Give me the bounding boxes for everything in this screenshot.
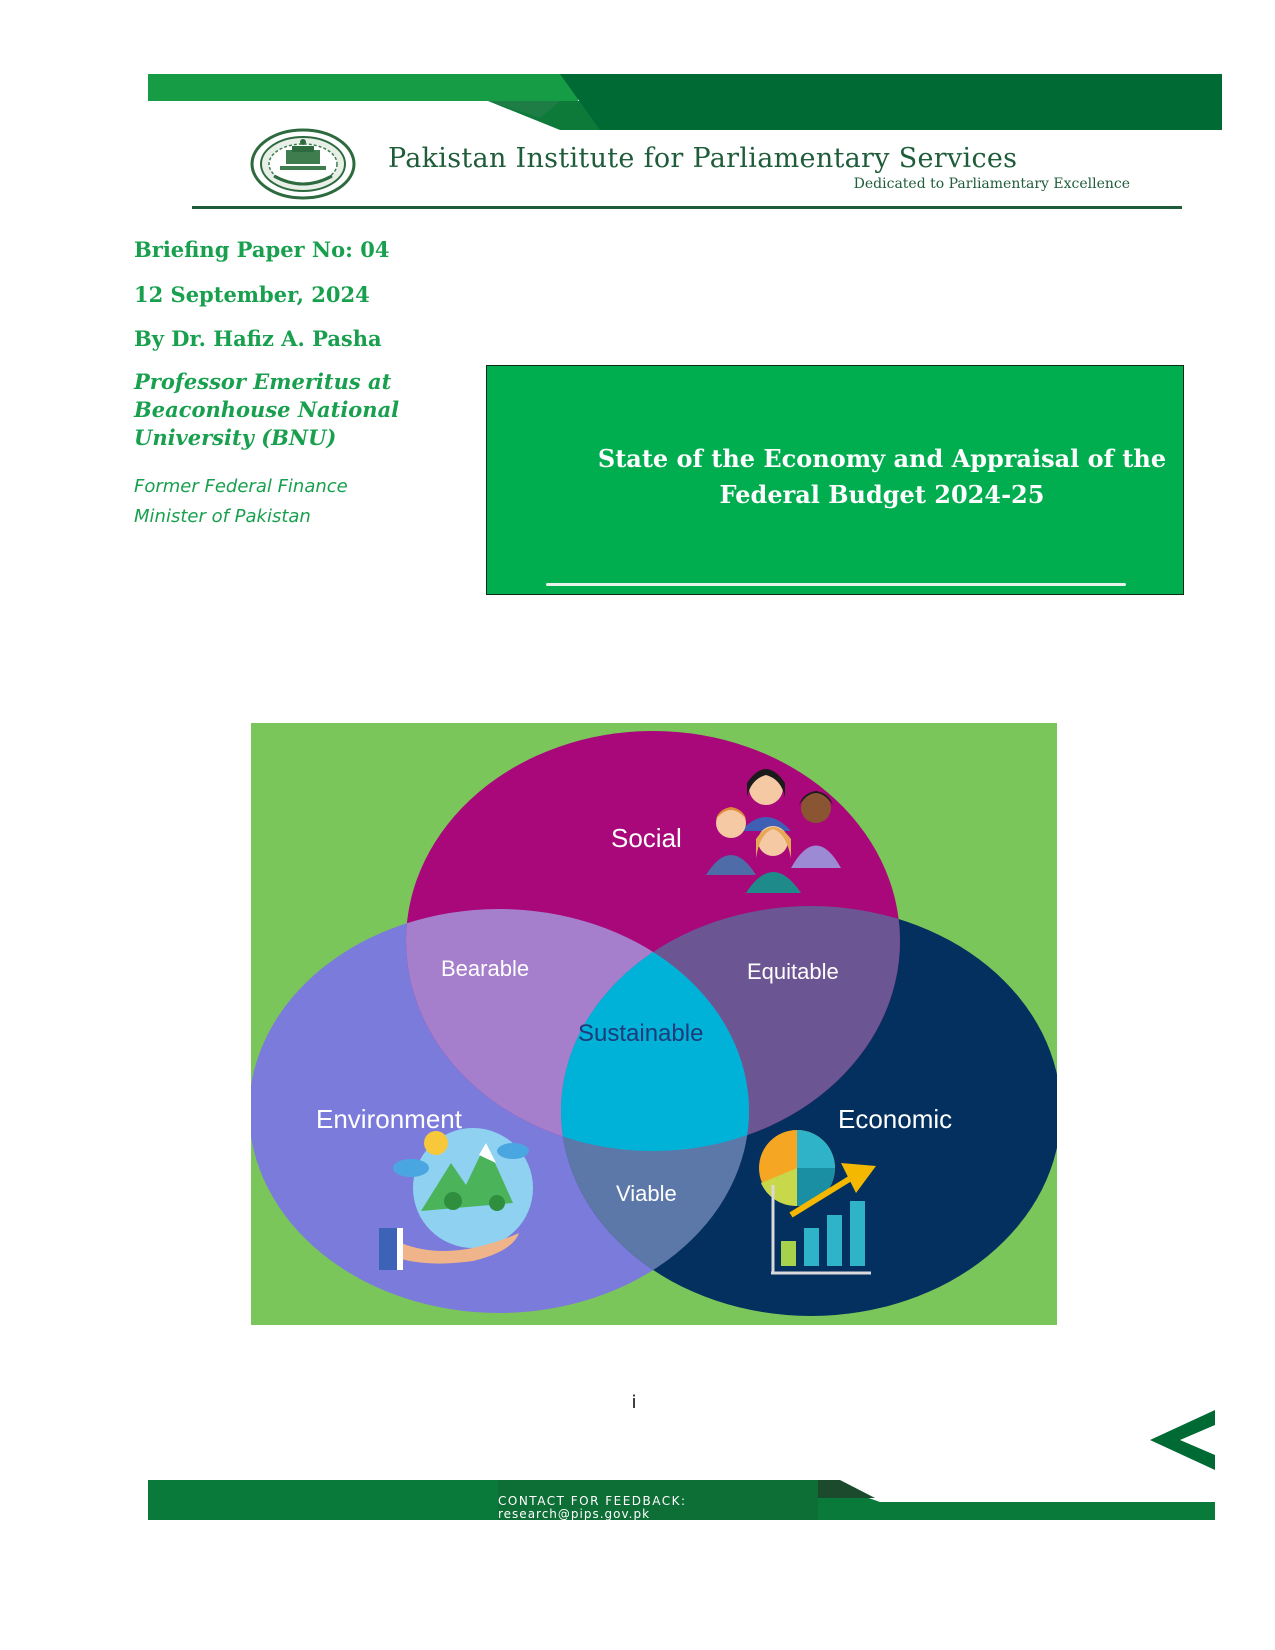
- author-role: Professor Emeritus at Beaconhouse Nation…: [134, 368, 454, 452]
- earth-in-hand-icon: [379, 1128, 533, 1270]
- growth-chart-icon: [759, 1130, 876, 1275]
- header-divider: [192, 206, 1182, 209]
- pips-emblem-icon: [250, 128, 356, 200]
- title-box: State of the Economy and Appraisal of th…: [486, 365, 1184, 595]
- venn-label-bearable: Bearable: [441, 956, 529, 981]
- briefing-paper-number: Briefing Paper No: 04: [134, 237, 390, 262]
- paper-title: State of the Economy and Appraisal of th…: [587, 441, 1177, 513]
- author-role-line: Beaconhouse National: [134, 397, 400, 422]
- venn-label-economic: Economic: [838, 1104, 952, 1134]
- page-number: i: [631, 1392, 637, 1413]
- venn-center-sustainable: [561, 909, 749, 1151]
- institute-tagline: Dedicated to Parliamentary Excellence: [853, 176, 1130, 192]
- author-role-line: University (BNU): [134, 425, 337, 450]
- people-group-icon: [706, 769, 841, 893]
- feedback-label: CONTACT FOR FEEDBACK:: [498, 1494, 687, 1508]
- venn-label-viable: Viable: [616, 1181, 677, 1206]
- author-former-position: Former Federal Finance Minister of Pakis…: [134, 472, 454, 532]
- footer-chevron-icon: [1150, 1410, 1215, 1470]
- paper-title-line: Federal Budget 2024-25: [719, 480, 1045, 509]
- institute-name: Pakistan Institute for Parliamentary Ser…: [388, 143, 1018, 174]
- venn-label-social: Social: [611, 823, 682, 853]
- paper-author: By Dr. Hafiz A. Pasha: [134, 326, 382, 351]
- header-band: [148, 74, 1222, 130]
- paper-date: 12 September, 2024: [134, 282, 370, 307]
- author-former-line: Former Federal Finance: [134, 476, 348, 497]
- title-underline: [546, 583, 1126, 586]
- venn-label-equitable: Equitable: [747, 959, 839, 984]
- author-former-line: Minister of Pakistan: [134, 506, 311, 527]
- feedback-email[interactable]: research@pips.gov.pk: [498, 1507, 651, 1521]
- sustainability-venn-diagram: Social Bearable Equitable Sustainable En…: [251, 723, 1057, 1325]
- footer-band: [148, 1410, 1215, 1520]
- paper-title-line: State of the Economy and Appraisal of th…: [597, 444, 1167, 473]
- venn-label-sustainable: Sustainable: [578, 1020, 703, 1047]
- author-role-line: Professor Emeritus at: [134, 369, 392, 394]
- venn-label-environment: Environment: [316, 1104, 463, 1134]
